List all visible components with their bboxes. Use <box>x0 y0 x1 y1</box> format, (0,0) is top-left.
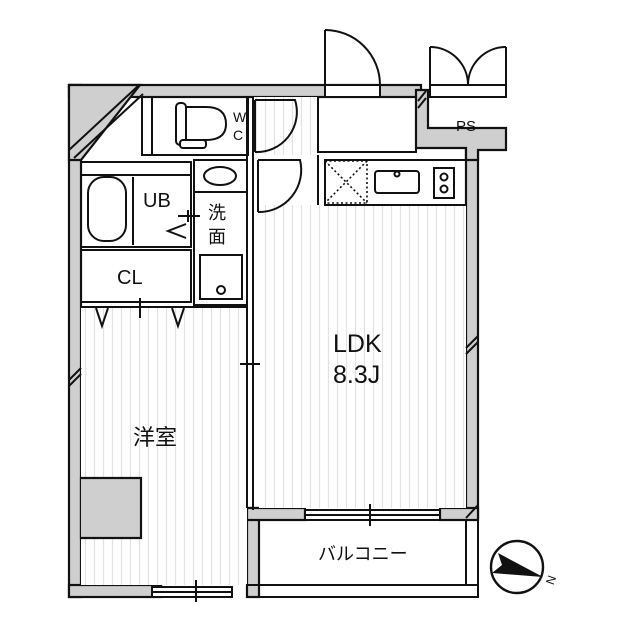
closet-label: CL <box>117 267 143 289</box>
balcony-label: バルコニー <box>318 544 408 564</box>
wc-label-w: W <box>233 109 247 125</box>
western-room-label: 洋室 <box>133 425 177 450</box>
doors <box>68 29 507 519</box>
toilet-icon <box>175 102 228 149</box>
compass-icon: N <box>489 539 559 595</box>
refrigerator-space <box>324 160 368 204</box>
ldk-label: LDK <box>333 330 382 358</box>
washroom-label-2: 面 <box>208 227 226 247</box>
compass-north-label: N <box>543 574 559 587</box>
ldk-size-label: 8.3J <box>333 361 380 389</box>
wall-bump <box>81 476 143 540</box>
wc-label-c: C <box>233 127 243 143</box>
washroom-label-1: 洗 <box>208 203 226 223</box>
ub-label: UB <box>143 190 171 212</box>
interior-lines <box>68 85 479 602</box>
ps-label: PS <box>456 118 476 135</box>
room-labels: W C UB 洗 面 CL 洋室 LDK 8.3J バルコニー PS <box>117 109 476 564</box>
